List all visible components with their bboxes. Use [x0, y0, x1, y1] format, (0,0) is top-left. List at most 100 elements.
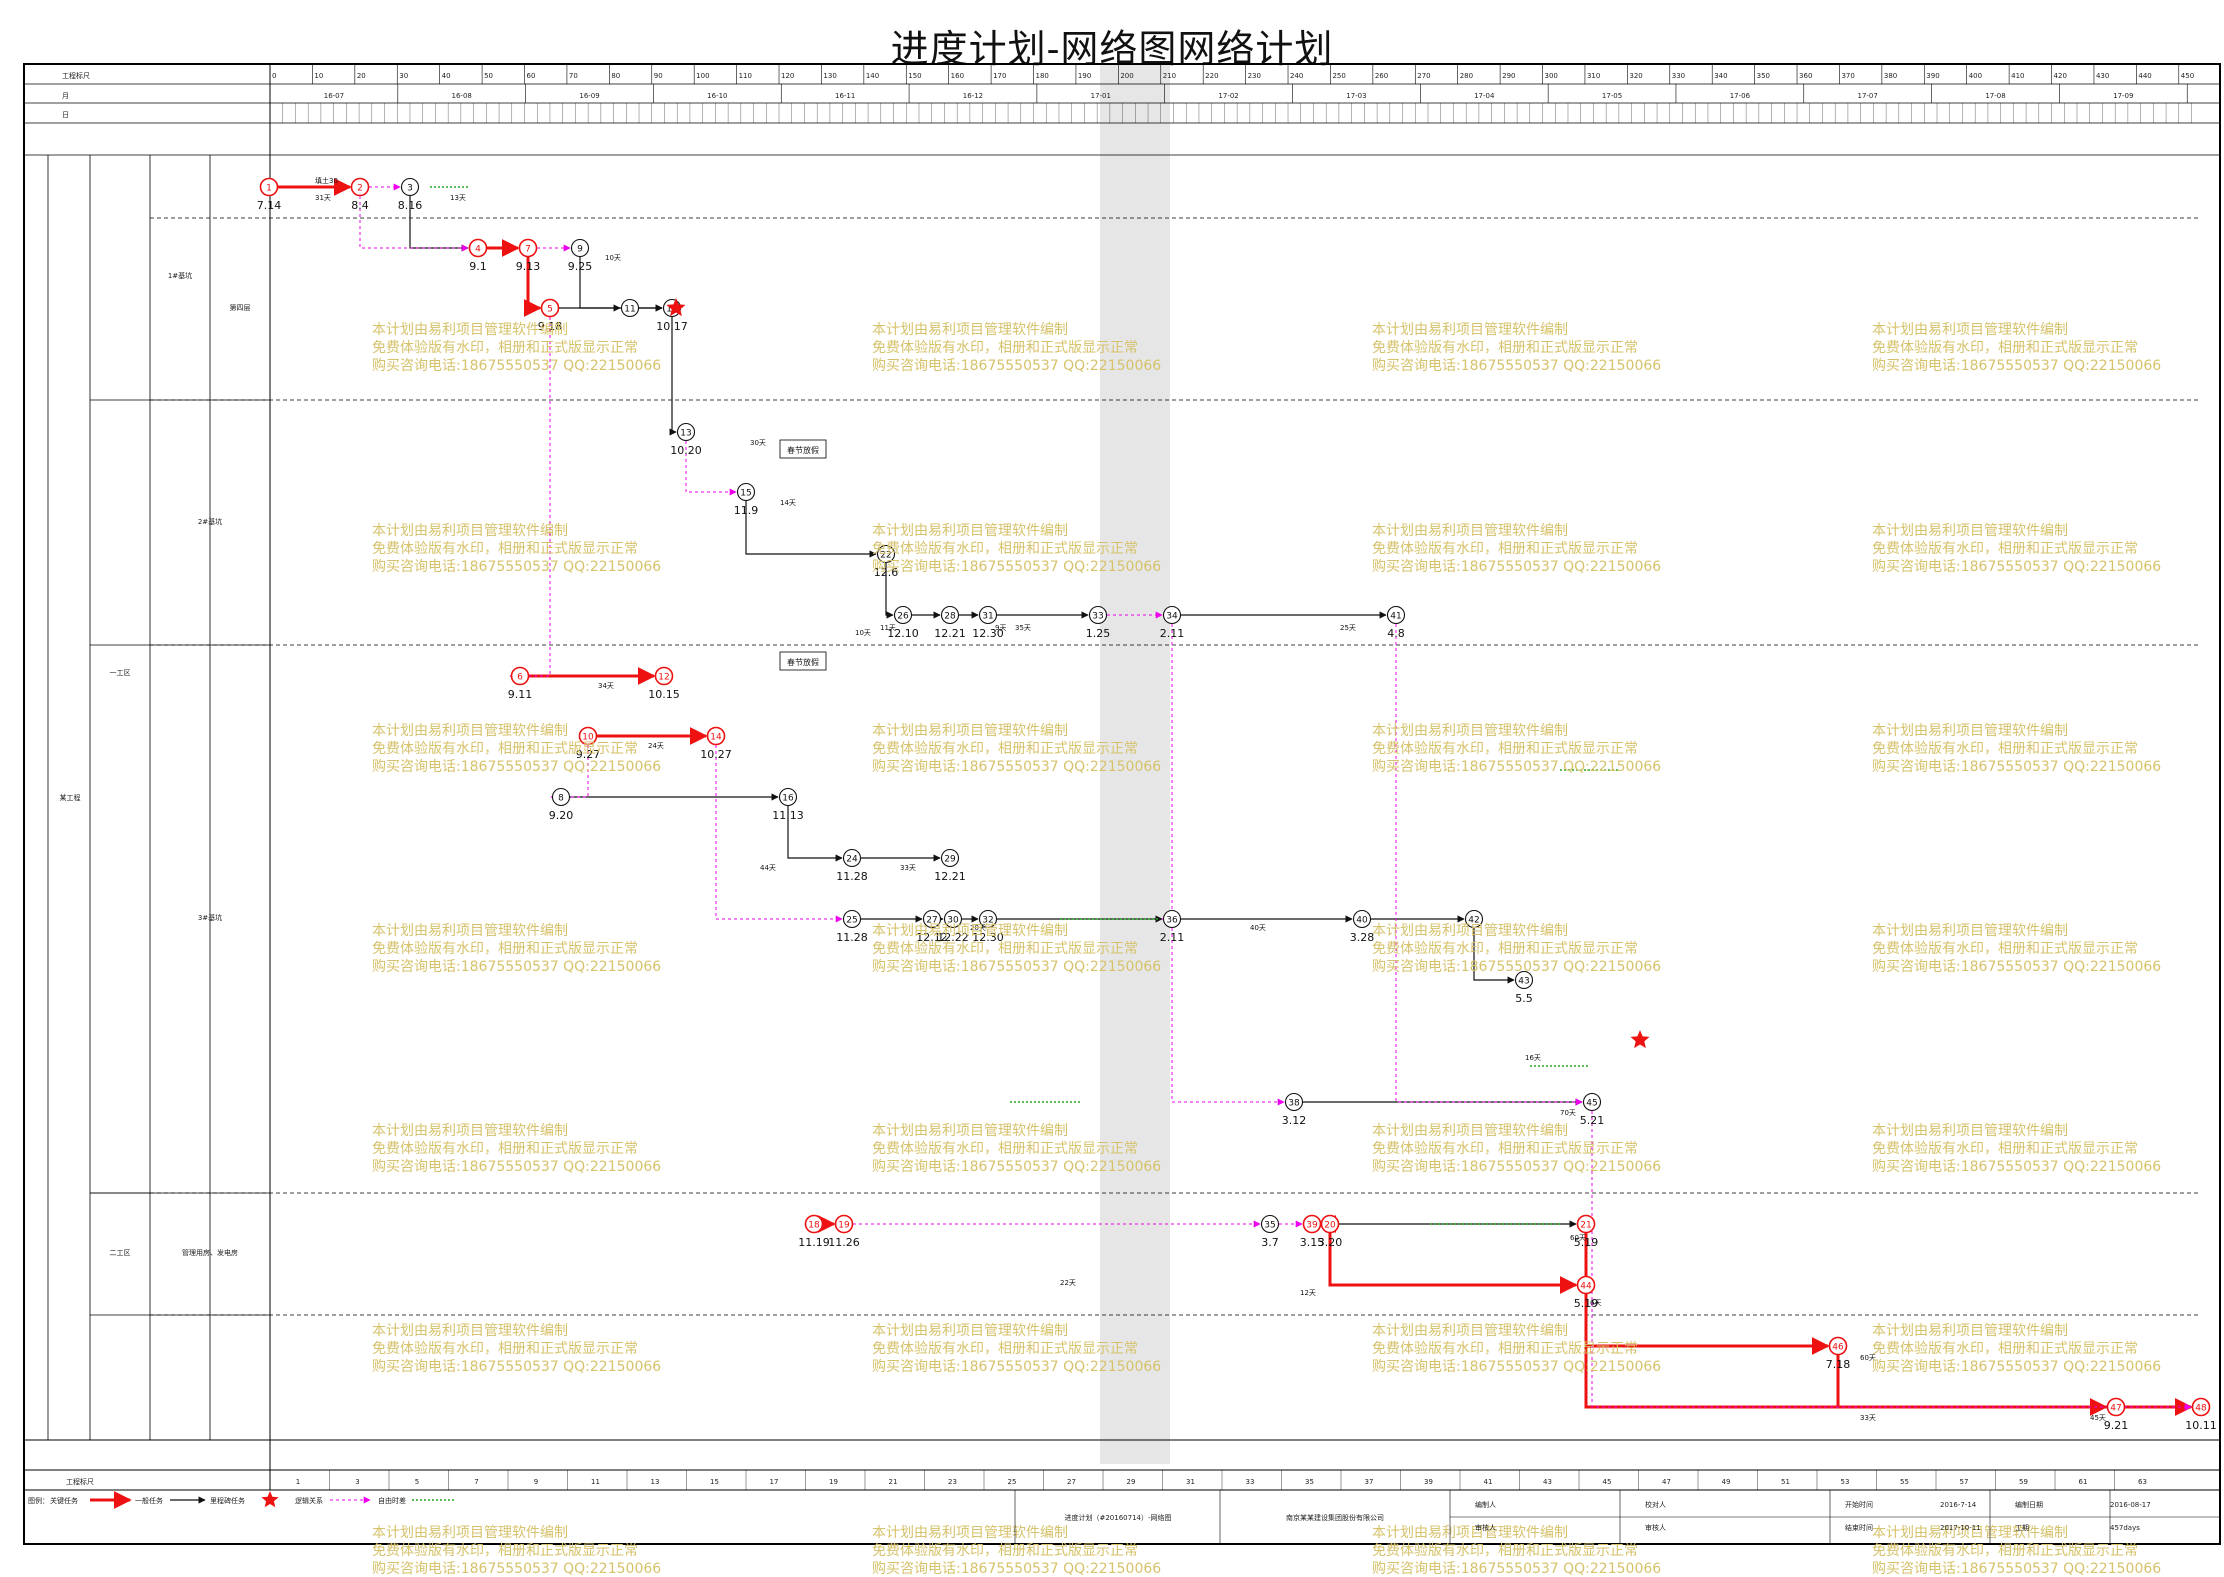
month-label: 17-01 [1091, 92, 1111, 100]
node-number: 41 [1390, 612, 1401, 622]
node-date: 10.20 [670, 444, 702, 457]
bottom-tick-label: 53 [1841, 1478, 1850, 1486]
holiday-tag [779, 439, 827, 459]
watermark-line: 购买咨询电话:18675550537 QQ:22150066 [1372, 759, 1661, 775]
watermark-line: 免费体验版有水印，相册和正式版显示正常 [872, 541, 1138, 557]
bottom-tick-label: 45 [1603, 1478, 1612, 1486]
month-label: 17-02 [1218, 92, 1238, 100]
node-number: 15 [740, 489, 751, 499]
node-number: 10 [582, 733, 594, 743]
node-date: 4.8 [1387, 627, 1405, 640]
node-number: 38 [1288, 1099, 1300, 1109]
node-number: 8 [558, 794, 564, 804]
watermark-line: 免费体验版有水印，相册和正式版显示正常 [872, 340, 1138, 356]
node-date: 3.7 [1261, 1236, 1279, 1249]
node-number: 19 [838, 1221, 850, 1231]
node-number: 31 [982, 612, 993, 622]
month-label: 17-09 [2113, 92, 2133, 100]
bottom-tick-label: 1 [296, 1478, 300, 1486]
watermark-line: 购买咨询电话:18675550537 QQ:22150066 [872, 358, 1161, 374]
duration-label: 9天 [995, 624, 1006, 632]
bottom-tick-label: 13 [651, 1478, 660, 1486]
watermark-line: 本计划由易利项目管理软件编制 [372, 1123, 568, 1139]
node-circle [940, 848, 960, 868]
node-number: 7 [525, 245, 531, 255]
node-10: 109.27 [576, 726, 600, 761]
node-34: 342.11 [1160, 605, 1184, 640]
node-circle [1576, 1214, 1596, 1234]
scale-tick-label: 80 [611, 72, 620, 80]
node-circle [842, 848, 862, 868]
scale-tick-label: 430 [2096, 72, 2109, 80]
node-date: 8.16 [398, 199, 423, 212]
bottom-tick-label: 17 [770, 1478, 779, 1486]
bottom-tick-label: 7 [474, 1478, 478, 1486]
watermark-line: 免费体验版有水印，相册和正式版显示正常 [872, 741, 1138, 757]
month-label: 16-12 [963, 92, 983, 100]
edge-44-48 [1584, 1294, 2193, 1416]
scale-tick-label: 360 [1799, 72, 1812, 80]
milestone-star [666, 298, 686, 317]
node-circle [1352, 909, 1372, 929]
node-date: 9.21 [2104, 1419, 2129, 1432]
node-circle [834, 1214, 854, 1234]
duration-label: 10天 [855, 629, 871, 637]
node-45: 455.21 [1580, 1092, 1604, 1127]
node-circle [922, 909, 942, 929]
duration-label: 40天 [1250, 924, 1266, 932]
node-circle [842, 909, 862, 929]
duration-label: 6天 [1590, 1299, 1601, 1307]
node-circle [2191, 1397, 2211, 1417]
scale-tick-label: 210 [1163, 72, 1176, 80]
scale-tick-label: 120 [781, 72, 794, 80]
node-circle [978, 605, 998, 625]
node-number: 21 [1580, 1221, 1591, 1231]
watermark-line: 购买咨询电话:18675550537 QQ:22150066 [1872, 1561, 2161, 1577]
node-number: 25 [846, 916, 857, 926]
scale-tick-label: 140 [866, 72, 879, 80]
duration-label: 33天 [900, 864, 916, 872]
duration-label: 填土30 [315, 176, 338, 185]
watermark-line: 本计划由易利项目管理软件编制 [372, 1525, 568, 1541]
node-circle [1464, 909, 1484, 929]
watermark-line: 购买咨询电话:18675550537 QQ:22150066 [1372, 1359, 1661, 1375]
scale-tick-label: 20 [357, 72, 366, 80]
edge-7-5 [523, 257, 542, 317]
duration-label: 20天 [970, 924, 986, 932]
scale-tick-label: 300 [1545, 72, 1558, 80]
node-number: 5 [547, 305, 553, 315]
scale-tick-label: 350 [1757, 72, 1770, 80]
watermark-line: 本计划由易利项目管理软件编制 [1872, 322, 2068, 338]
node-date: 9.13 [516, 260, 541, 273]
node-number: 22 [880, 551, 891, 561]
node-date: 11.28 [836, 931, 868, 944]
node-number: 24 [846, 855, 858, 865]
node-date: 7.18 [1826, 1358, 1851, 1371]
watermark-line: 购买咨询电话:18675550537 QQ:22150066 [1872, 759, 2161, 775]
node-circle [2106, 1397, 2126, 1417]
watermark-line: 购买咨询电话:18675550537 QQ:22150066 [372, 759, 661, 775]
duration-label: 44天 [760, 864, 776, 872]
node-circle [578, 726, 598, 746]
header-row-label: 月 [62, 92, 69, 100]
node-4: 49.1 [468, 238, 488, 273]
bottom-tick-label: 51 [1781, 1478, 1790, 1486]
legend-field-label: 编制人 [1475, 1500, 1496, 1509]
month-label: 17-03 [1346, 92, 1366, 100]
node-number: 30 [947, 916, 959, 926]
scale-tick-label: 90 [654, 72, 663, 80]
legend-float-label: 自由时差 [378, 1496, 406, 1505]
scale-tick-label: 160 [951, 72, 964, 80]
node-6: 69.11 [508, 666, 532, 701]
watermark-line: 本计划由易利项目管理软件编制 [872, 723, 1068, 739]
scale-tick-label: 450 [2181, 72, 2194, 80]
bottom-tick-label: 3 [355, 1478, 359, 1486]
watermark-line: 购买咨询电话:18675550537 QQ:22150066 [372, 959, 661, 975]
bottom-tick-label: 19 [829, 1478, 838, 1486]
node-circle [468, 238, 488, 258]
scale-tick-label: 30 [399, 72, 408, 80]
bottom-tick-label: 49 [1722, 1478, 1731, 1486]
